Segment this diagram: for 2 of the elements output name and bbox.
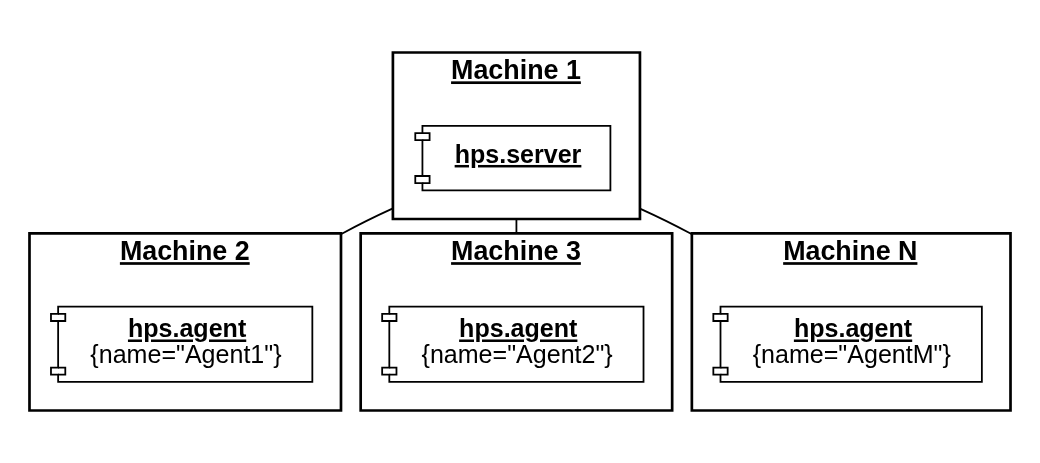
connector bbox=[639, 207, 693, 236]
connector bbox=[340, 207, 394, 236]
